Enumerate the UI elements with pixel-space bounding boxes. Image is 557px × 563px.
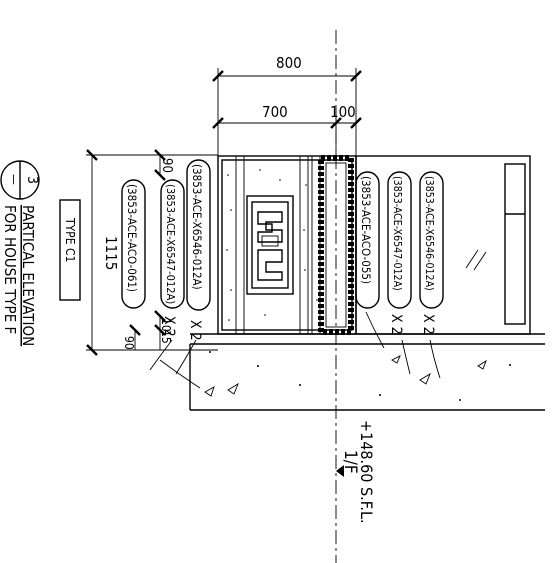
notes: (3853-ACE-X6546-012A) X 2 (3853-ACE-X654… (121, 159, 444, 341)
bubble-number: 3 (24, 176, 40, 184)
dim-800: 800 (276, 54, 302, 72)
title-line-2: FOR HOUSE TYPE F (1, 205, 19, 334)
dim-10: 10 (159, 318, 173, 332)
note-qty-5: X 2 (388, 314, 404, 335)
note-code-1: (3853-ACE-X6546-012A) (190, 164, 204, 290)
dim-1115: 1115 (102, 236, 120, 270)
floor-label: 1/F (340, 450, 360, 474)
level-mark: 1/F +148.60 S.F.L. (336, 420, 376, 524)
dim-90-top: 90 (159, 158, 174, 173)
slab (189, 333, 545, 411)
top-dimensions: 800 700 100 (212, 54, 362, 160)
sfl-label: +148.60 S.F.L. (357, 420, 376, 524)
note-qty-1: X 2 (187, 320, 203, 341)
left-dimensions: 1115 90 10 15 90 (86, 149, 218, 356)
fret-border (318, 155, 354, 335)
title-line-1: PARTICAL ELEVATION (19, 205, 37, 346)
level-triangle (336, 465, 344, 477)
dim-15: 15 (159, 330, 173, 344)
title-block: 3 — PARTICAL ELEVATION FOR HOUSE TYPE F … (0, 160, 81, 346)
type-tag: TYPE C1 (63, 217, 77, 262)
dim-100: 100 (330, 103, 356, 121)
note-qty-6: X 2 (420, 314, 436, 335)
note-code-5: (3853-ACE-X6547-012A) (391, 176, 403, 291)
bubble-ref: — (7, 174, 21, 185)
note-code-2: (3853-ACE-X6547-012A) (164, 184, 177, 304)
dim-90-bottom: 90 (122, 336, 136, 350)
ornament (246, 195, 294, 295)
leader-lines (149, 311, 441, 389)
gate-panel (217, 155, 357, 335)
note-code-3: (3853-ACE-ACO-061) (125, 184, 139, 292)
dim-700: 700 (262, 103, 288, 121)
note-code-4: (3853-ACE-ACO-055) (359, 176, 373, 284)
stipple (226, 169, 318, 321)
note-code-6: (3853-ACE-X6546-012A) (423, 176, 435, 291)
note-qty-2: X 2 (161, 316, 177, 337)
